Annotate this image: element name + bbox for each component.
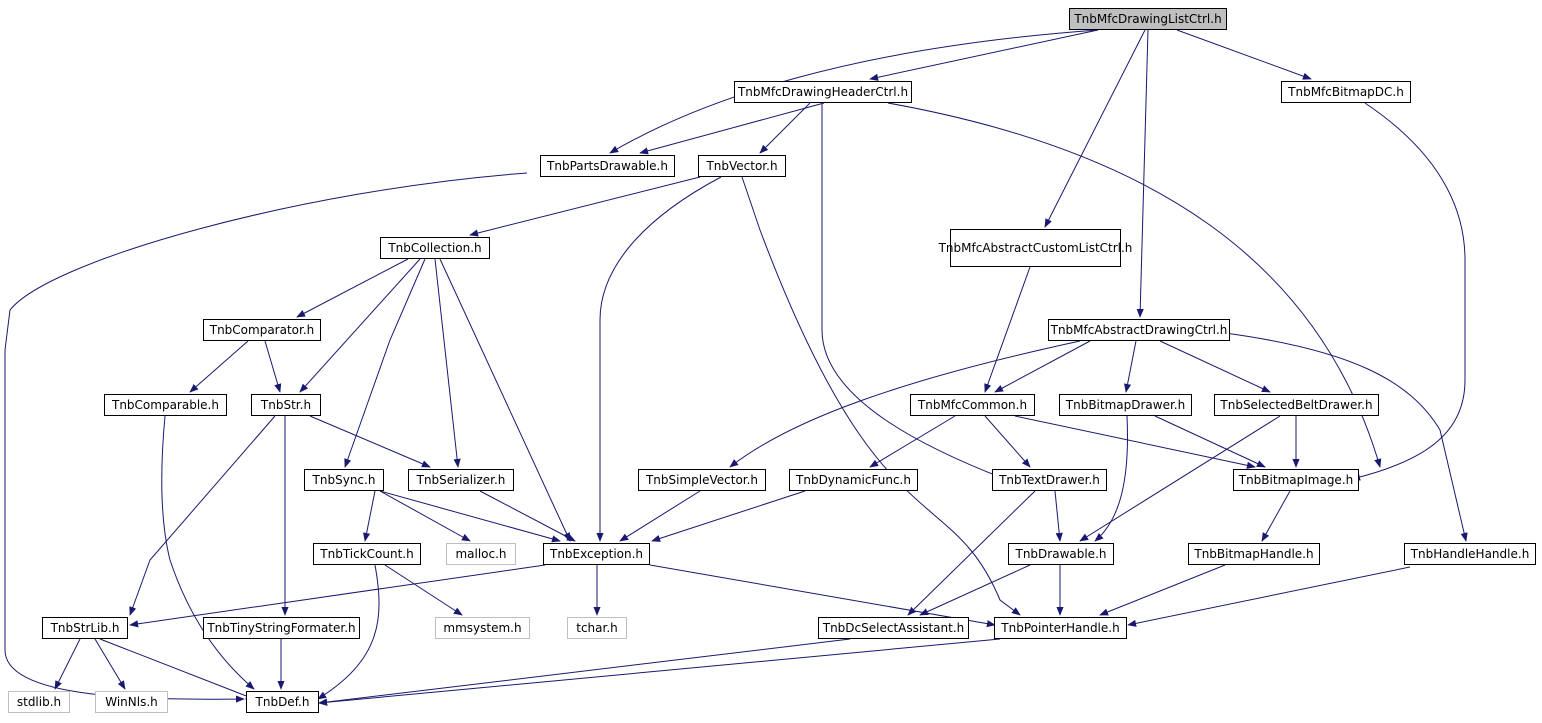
node-tchar[interactable]: tchar.h [567, 617, 627, 639]
dependency-edge [1079, 415, 1281, 542]
dependency-edge [384, 564, 463, 616]
dependency-edge [318, 638, 851, 706]
dependency-edge [869, 415, 956, 468]
dependency-edge [1127, 566, 1411, 627]
dependency-edge [264, 340, 282, 393]
dependency-edge [729, 340, 1081, 468]
dependency-edge [363, 490, 376, 542]
node-TnbCollection[interactable]: TnbCollection.h [380, 237, 490, 259]
dependency-edge [887, 102, 1382, 468]
dependency-edge [984, 415, 1031, 468]
dependency-edge [434, 258, 461, 468]
node-TnbSelectedBeltDrawer[interactable]: TnbSelectedBeltDrawer.h [1214, 394, 1379, 416]
node-TnbMfcDrawingListCtrl[interactable]: TnbMfcDrawingListCtrl.h [1069, 8, 1227, 30]
node-TnbHandleHandle[interactable]: TnbHandleHandle.h [1404, 543, 1536, 565]
dependency-edge [1136, 29, 1149, 318]
node-TnbTextDrawer[interactable]: TnbTextDrawer.h [992, 469, 1107, 491]
node-TnbStr[interactable]: TnbStr.h [251, 394, 321, 416]
dependency-edge [379, 490, 561, 543]
node-TnbBitmapHandle[interactable]: TnbBitmapHandle.h [1188, 543, 1320, 565]
dependency-edge [379, 490, 471, 542]
node-TnbDynamicFunc[interactable]: TnbDynamicFunc.h [789, 469, 918, 491]
node-TnbMfcAbstractDrawingCtrl[interactable]: TnbMfcAbstractDrawingCtrl.h [1048, 319, 1230, 341]
dependency-edge [609, 29, 1099, 154]
dependency-edge [619, 490, 701, 542]
node-TnbTinyStringFormater[interactable]: TnbTinyStringFormater.h [203, 617, 360, 639]
dependency-edge [54, 638, 81, 690]
dependency-edge [1054, 490, 1063, 542]
node-TnbSync[interactable]: TnbSync.h [304, 469, 384, 491]
node-TnbMfcDrawingHeaderCtrl[interactable]: TnbMfcDrawingHeaderCtrl.h [734, 81, 912, 103]
dependency-edge [129, 415, 276, 616]
node-TnbDcSelectAssistant[interactable]: TnbDcSelectAssistant.h [818, 617, 969, 639]
dependency-edge [639, 102, 825, 155]
node-TnbStrLib[interactable]: TnbStrLib.h [42, 617, 128, 639]
node-TnbMfcBitmapDC[interactable]: TnbMfcBitmapDC.h [1281, 81, 1411, 103]
dependency-edge [309, 415, 431, 468]
dependency-edge [296, 258, 409, 318]
dependency-edge [161, 415, 255, 690]
dependency-edge [129, 564, 546, 628]
node-TnbDef[interactable]: TnbDef.h [246, 691, 319, 713]
dependency-edge [984, 266, 1031, 393]
node-TnbDrawable[interactable]: TnbDrawable.h [1008, 543, 1114, 565]
dependency-edge [189, 340, 249, 393]
node-TnbTickCount[interactable]: TnbTickCount.h [313, 543, 421, 565]
dependency-edge [439, 258, 571, 542]
node-TnbException[interactable]: TnbException.h [543, 543, 650, 565]
node-TnbMfcAbstractCustomListCtrl[interactable]: TnbMfcAbstractCustomListCtrl.h [939, 229, 1132, 267]
dependency-edge [299, 258, 421, 393]
dependency-edge [869, 29, 1099, 81]
dependency-edge [1094, 415, 1128, 542]
node-TnbSerializer[interactable]: TnbSerializer.h [408, 469, 514, 491]
node-TnbBitmapImage[interactable]: TnbBitmapImage.h [1233, 469, 1359, 491]
dependency-edge [317, 564, 380, 700]
dependency-edge [94, 638, 126, 690]
node-malloc[interactable]: malloc.h [446, 543, 516, 565]
dependency-edge [479, 490, 576, 542]
node-TnbComparator[interactable]: TnbComparator.h [203, 319, 321, 341]
dependency-edge [1351, 102, 1466, 481]
dependency-edge [1159, 340, 1271, 393]
dependency-edge [907, 490, 1036, 616]
dependency-edge [99, 638, 255, 700]
dependency-edge [759, 102, 811, 154]
dependency-edge [1261, 490, 1291, 542]
dependency-edge [1044, 29, 1146, 228]
dependency-edge [469, 176, 701, 237]
dependency-edge [344, 258, 426, 468]
node-TnbPointerHandle[interactable]: TnbPointerHandle.h [994, 617, 1127, 639]
dependency-edge [318, 638, 1001, 706]
node-WinNls[interactable]: WinNls.h [95, 691, 168, 713]
dependency-edge [1014, 415, 1256, 469]
node-mmsystem[interactable]: mmsystem.h [435, 617, 530, 639]
dependency-edge [649, 564, 996, 628]
node-TnbSimpleVector[interactable]: TnbSimpleVector.h [638, 469, 766, 491]
node-TnbVector[interactable]: TnbVector.h [698, 155, 786, 177]
dependency-edge [651, 490, 806, 542]
node-TnbMfcCommon[interactable]: TnbMfcCommon.h [910, 394, 1035, 416]
dependency-edge [1099, 564, 1226, 616]
dependency-edge [919, 564, 1031, 616]
dependency-edge [1124, 340, 1137, 393]
dependency-edge [821, 103, 1006, 480]
dependency-edge [994, 340, 1091, 393]
dependency-edge [596, 176, 722, 542]
node-TnbComparable[interactable]: TnbComparable.h [104, 394, 227, 416]
dependency-edge [1224, 332, 1468, 542]
node-TnbBitmapDrawer[interactable]: TnbBitmapDrawer.h [1059, 394, 1192, 416]
dependency-edge [1176, 29, 1312, 80]
node-TnbPartsDrawable[interactable]: TnbPartsDrawable.h [540, 155, 675, 177]
node-stdlib[interactable]: stdlib.h [8, 691, 70, 713]
dependency-edge [1154, 415, 1266, 468]
